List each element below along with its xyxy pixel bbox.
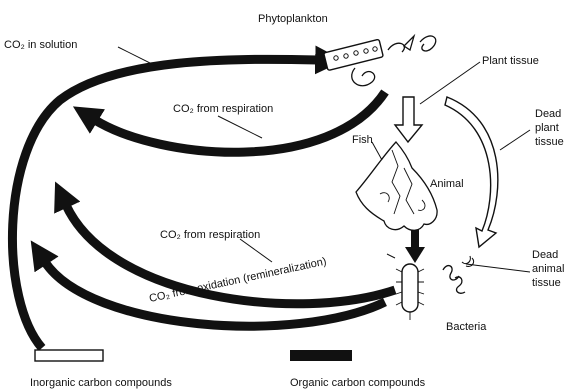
dead-plant-tissue-leader <box>500 130 530 150</box>
bacteria-label: Bacteria <box>446 321 487 333</box>
fish-leader <box>372 142 382 160</box>
legend-inorganic-swatch <box>35 350 103 361</box>
bacteria-illustration <box>387 254 474 320</box>
co2-respiration-lower-label: CO₂ from respiration <box>160 229 260 241</box>
fish-label: Fish <box>352 134 373 146</box>
dead-animal-tissue-label-line-3: tissue <box>532 277 561 289</box>
phytoplankton-label: Phytoplankton <box>258 13 328 25</box>
dead-animal-tissue-arrow-head <box>405 247 425 263</box>
co2-respiration-upper-arrow <box>95 92 385 152</box>
fish-animal-illustration <box>356 142 437 230</box>
legend: Inorganic carbon compounds Organic carbo… <box>30 350 426 389</box>
co2-in-solution-label: CO₂ in solution <box>4 39 77 51</box>
dead-animal-tissue-label-line-2: animal <box>532 263 564 275</box>
legend-inorganic-label: Inorganic carbon compounds <box>30 377 172 389</box>
dead-plant-tissue-label-line-3: tissue <box>535 136 564 148</box>
dead-plant-tissue-arrow <box>445 97 498 247</box>
dead-animal-tissue-leader <box>466 264 530 272</box>
dead-plant-tissue-label-line-2: plant <box>535 122 559 134</box>
co2-respiration-lower-leader <box>240 239 272 262</box>
co2-respiration-lower-arrow <box>66 205 395 304</box>
dead-animal-tissue-label-line-1: Dead <box>532 249 558 261</box>
legend-organic-swatch <box>290 350 352 361</box>
legend-organic-label: Organic carbon compounds <box>290 377 426 389</box>
dead-plant-tissue-label-line-1: Dead <box>535 108 561 120</box>
animal-label: Animal <box>430 178 464 190</box>
phytoplankton-illustration <box>324 36 436 86</box>
co2-respiration-upper-label: CO₂ from respiration <box>173 103 273 115</box>
plant-tissue-arrow <box>395 97 422 142</box>
co2-respiration-upper-leader <box>218 116 262 138</box>
plant-tissue-label: Plant tissue <box>482 55 539 67</box>
